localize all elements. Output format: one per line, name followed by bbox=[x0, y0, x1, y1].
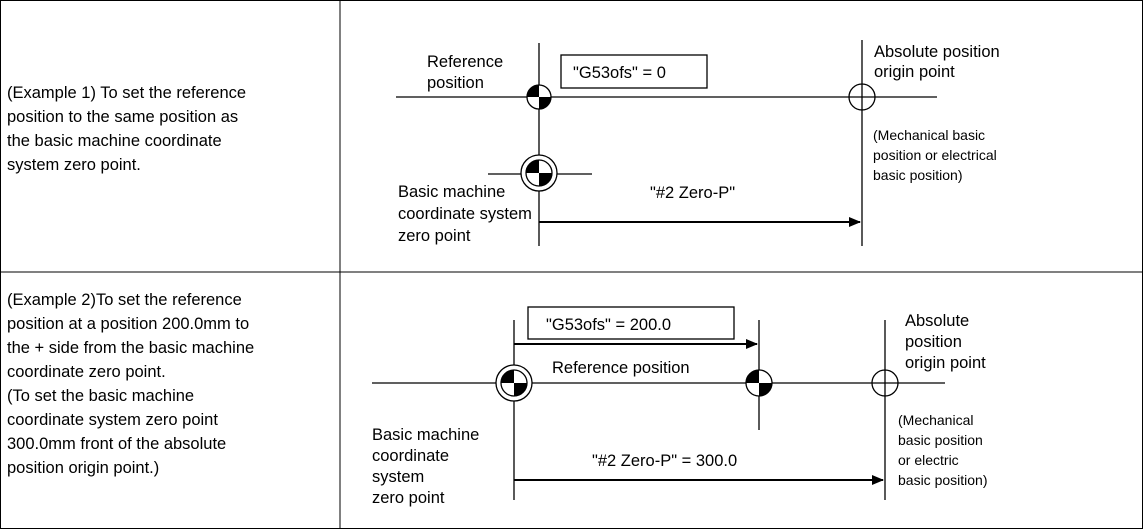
example2-description-line: coordinate system zero point bbox=[7, 411, 218, 429]
example2-description-line: (To set the basic machine bbox=[7, 387, 195, 405]
example1-absolute-label: Absolute position bbox=[874, 43, 1000, 61]
example1-absolute-note: position or electrical bbox=[873, 147, 997, 163]
example1-zero-p-label: "#2 Zero-P" bbox=[650, 184, 735, 202]
example2-basic-label: system bbox=[372, 468, 424, 486]
example2-absolute-label: Absolute bbox=[905, 312, 969, 330]
example1-reference-label: Reference bbox=[427, 53, 503, 71]
example2-description-line: (Example 2)To set the reference bbox=[7, 291, 242, 309]
example2-reference-label: Reference position bbox=[552, 359, 690, 377]
example1-description-line: position to the same position as bbox=[7, 108, 239, 126]
example2-zero-p-label: "#2 Zero-P" = 300.0 bbox=[592, 452, 737, 470]
example1-basic-zero-symbol bbox=[520, 154, 558, 192]
example2-g53ofs-text: "G53ofs" = 200.0 bbox=[546, 316, 671, 334]
example1-absolute-note: (Mechanical basic bbox=[873, 127, 985, 143]
example2-basic-label: zero point bbox=[372, 489, 445, 507]
example2-description-line: coordinate zero point. bbox=[7, 363, 166, 381]
example1-absolute-symbol bbox=[848, 83, 876, 111]
example1-absolute-label: origin point bbox=[874, 63, 955, 81]
example1-description: (Example 1) To set the reference positio… bbox=[7, 81, 246, 177]
example1-reference-symbol bbox=[526, 84, 552, 110]
example1-basic-label: coordinate system bbox=[398, 205, 532, 223]
example2-basic-label: Basic machine bbox=[372, 426, 479, 444]
example2-description: (Example 2)To set the reference position… bbox=[7, 288, 254, 480]
example2-absolute-label: origin point bbox=[905, 354, 986, 372]
example2-basic-zero-symbol bbox=[495, 364, 533, 402]
example2-g53ofs-box bbox=[527, 306, 735, 340]
example1-g53ofs-text: "G53ofs" = 0 bbox=[573, 64, 666, 82]
example2-absolute-label: position bbox=[905, 333, 962, 351]
example1-reference-label: position bbox=[427, 74, 484, 92]
example1-diagram: "G53ofs" = 0 "#2 Zero-P" Reference posit… bbox=[396, 40, 1000, 246]
example2-diagram: "G53ofs" = 200.0 Reference position "#2 … bbox=[372, 306, 988, 507]
example2-basic-label: coordinate bbox=[372, 447, 449, 465]
example2-absolute-note: basic position bbox=[898, 432, 983, 448]
example1-basic-label: Basic machine bbox=[398, 183, 505, 201]
example1-g53ofs-box bbox=[560, 54, 708, 89]
example2-description-line: the + side from the basic machine bbox=[7, 339, 255, 357]
example1-description-line: (Example 1) To set the reference bbox=[7, 84, 247, 102]
example1-basic-label: zero point bbox=[398, 227, 471, 245]
example1-absolute-note: basic position) bbox=[873, 167, 963, 183]
example1-description-line: system zero point. bbox=[7, 156, 141, 174]
example2-absolute-note: (Mechanical bbox=[898, 412, 973, 428]
example2-description-line: position origin point.) bbox=[7, 459, 160, 477]
example2-absolute-note: basic position) bbox=[898, 472, 988, 488]
example2-description-line: position at a position 200.0mm to bbox=[7, 315, 250, 333]
example2-absolute-symbol bbox=[871, 369, 899, 397]
example2-reference-symbol bbox=[745, 369, 773, 397]
example2-description-line: 300.0mm front of the absolute bbox=[7, 435, 227, 453]
example2-absolute-note: or electric bbox=[898, 452, 959, 468]
example1-description-line: the basic machine coordinate bbox=[7, 132, 222, 150]
